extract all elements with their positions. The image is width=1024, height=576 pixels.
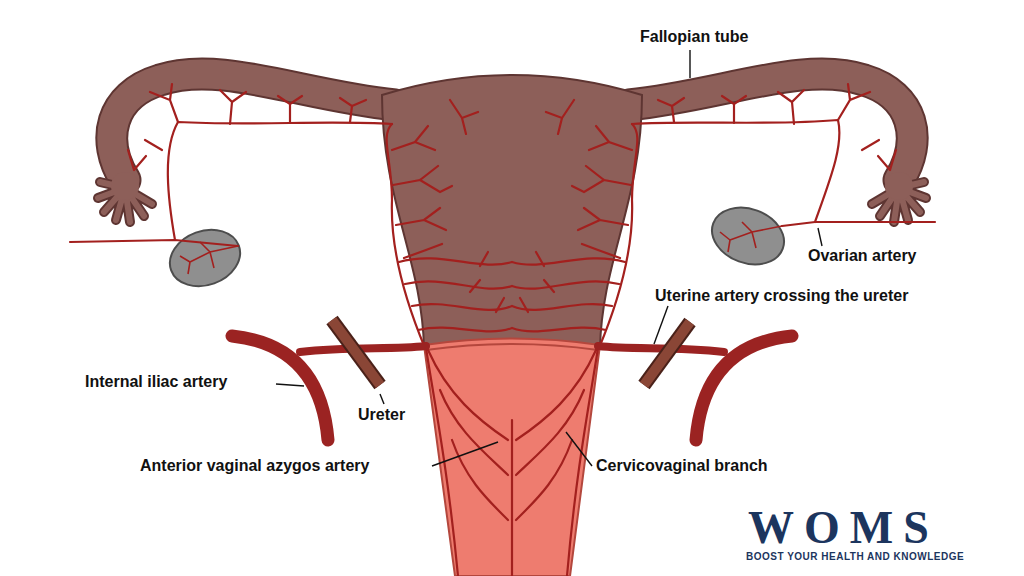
tubal-artery <box>632 120 839 222</box>
leader-line <box>566 432 592 466</box>
uterine-ascending <box>387 124 425 348</box>
cervicovaginal-branch <box>516 440 572 520</box>
part-label: Cervicovaginal branch <box>596 456 768 475</box>
cervicovaginal-branch <box>452 440 508 520</box>
ovarian-artery <box>70 240 238 246</box>
tube-fill <box>112 74 395 180</box>
cervicovaginal-branch <box>440 390 508 475</box>
arcuate-artery <box>399 258 625 264</box>
radial-twigs <box>470 252 554 312</box>
azygos-artery <box>511 420 513 576</box>
vaginal-artery <box>567 348 598 576</box>
arcuate-artery <box>418 328 606 332</box>
cervicovaginal-branch <box>428 350 508 440</box>
ovary-vessels <box>180 242 238 274</box>
logo-tagline: BOOST YOUR HEALTH AND KNOWLEDGE <box>746 551 964 563</box>
cervix-rim <box>426 344 598 350</box>
part-label: Ovarian artery <box>808 246 917 265</box>
part-label: Ureter <box>358 405 405 424</box>
logo-wordmark: WOMS <box>748 500 939 555</box>
part-label: Internal iliac artery <box>85 372 227 391</box>
leader-line <box>432 442 498 466</box>
tube-fill <box>629 74 912 180</box>
leader-line <box>818 228 822 246</box>
leader-line <box>276 384 304 386</box>
uterine-ascending <box>599 124 637 348</box>
ureter <box>332 320 380 385</box>
leader-line <box>380 394 384 404</box>
ureters <box>332 320 690 385</box>
arcuate-artery <box>405 281 619 288</box>
ureter <box>644 322 690 385</box>
iliac-arteries <box>232 336 792 440</box>
tubal-twigs <box>658 84 896 170</box>
ovaries <box>162 198 792 296</box>
cervicovaginal-branch <box>516 390 584 475</box>
ovarian-artery <box>782 222 935 226</box>
tube-outline <box>629 74 912 180</box>
arcuate-artery <box>412 304 612 310</box>
leader-lines <box>276 50 822 466</box>
tubal-twigs <box>128 84 366 170</box>
ovary-vessels <box>720 222 782 252</box>
intramural-branches <box>546 100 632 258</box>
cervix <box>424 339 600 576</box>
tubal-artery <box>168 122 392 240</box>
cervicovaginal-branch <box>516 350 596 440</box>
uterus-body <box>382 75 642 348</box>
intramural-branches <box>392 100 478 258</box>
ureter <box>644 322 690 385</box>
tube-end <box>111 172 139 200</box>
tube-outline <box>112 74 395 180</box>
ovary <box>162 220 248 295</box>
leader-line <box>689 50 690 78</box>
ovary <box>704 198 792 274</box>
leader-line <box>654 306 668 344</box>
ureter <box>332 320 380 385</box>
part-label: Uterine artery crossing the ureter <box>655 286 908 305</box>
part-label: Fallopian tube <box>640 27 748 46</box>
tube-end <box>885 172 913 200</box>
part-label: Anterior vaginal azygos artery <box>140 456 369 475</box>
